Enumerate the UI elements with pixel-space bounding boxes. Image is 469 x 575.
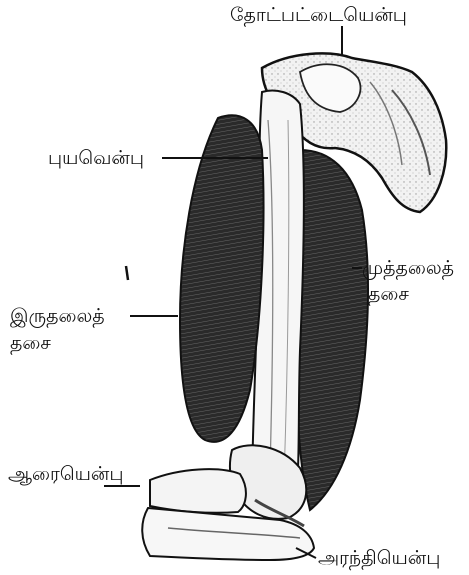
biceps-label-line2: தசை bbox=[10, 330, 51, 356]
scapula-label: தோட்பட்டையென்பு bbox=[230, 2, 407, 28]
humerus-label: புயவென்பு bbox=[48, 145, 144, 171]
biceps-label-line1: இருதலைத் bbox=[10, 303, 105, 329]
triceps-label-line1: முத்தலைத் bbox=[362, 255, 454, 281]
stray-mark bbox=[126, 266, 128, 280]
radius-bone bbox=[150, 469, 246, 513]
radius-label: ஆரையென்பு bbox=[8, 461, 123, 487]
triceps-label-line2: தசை bbox=[368, 281, 409, 307]
ulna-label: அரந்தியென்பு bbox=[318, 545, 440, 571]
triceps-muscle bbox=[298, 150, 368, 510]
biceps-muscle bbox=[180, 115, 264, 442]
